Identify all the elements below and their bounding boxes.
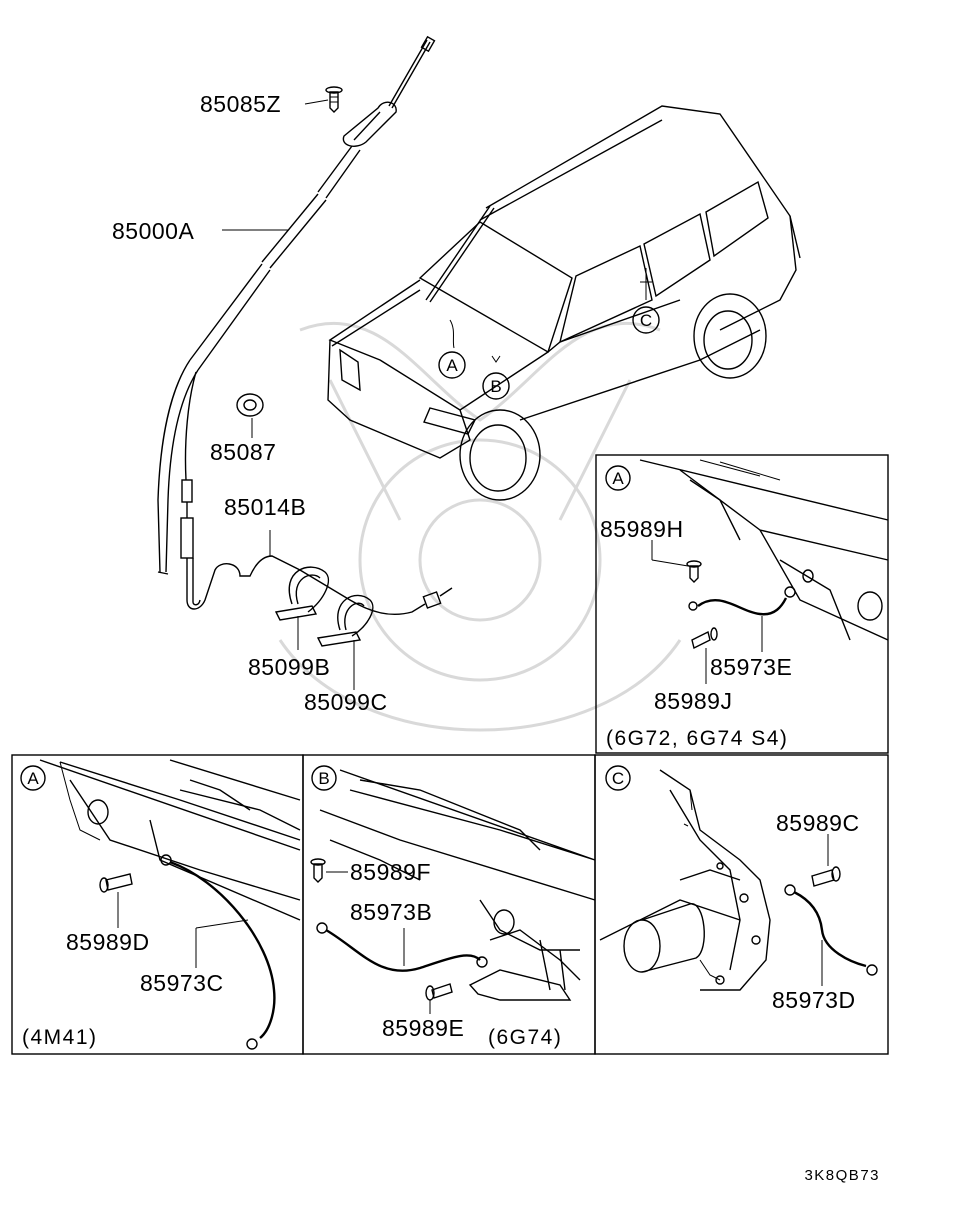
panel-a-left-callout: A bbox=[27, 769, 39, 788]
diagram-code: 3K8QB73 bbox=[804, 1167, 880, 1184]
callout-a-label: A bbox=[446, 356, 458, 375]
label-85099C: 85099C bbox=[304, 689, 388, 715]
label-85085Z: 85085Z bbox=[200, 91, 281, 117]
detail-panel-b: B bbox=[302, 754, 596, 1055]
label-85989H: 85989H bbox=[600, 516, 684, 542]
note-panel-b: (6G74) bbox=[488, 1026, 562, 1049]
label-85000A: 85000A bbox=[112, 218, 194, 244]
panel-b-callout: B bbox=[318, 769, 329, 788]
panel-a-right-callout: A bbox=[612, 469, 624, 488]
label-85973C: 85973C bbox=[140, 970, 224, 996]
label-85014B: 85014B bbox=[224, 494, 306, 520]
watermark bbox=[278, 322, 682, 732]
detail-panel-a-left: A bbox=[11, 754, 304, 1055]
callout-b-label: B bbox=[490, 377, 501, 396]
label-85989F: 85989F bbox=[350, 859, 431, 885]
antenna-leaders bbox=[222, 99, 355, 690]
label-85989D: 85989D bbox=[66, 929, 150, 955]
panel-c-callout: C bbox=[612, 769, 624, 788]
label-85099B: 85099B bbox=[248, 654, 330, 680]
note-panel-a-right: (6G72, 6G74 S4) bbox=[606, 727, 788, 750]
label-85989E: 85989E bbox=[382, 1015, 464, 1041]
vehicle-outline bbox=[327, 105, 801, 501]
detail-panel-a-right: A bbox=[595, 454, 889, 754]
callout-c-label: C bbox=[640, 311, 652, 330]
label-85087: 85087 bbox=[210, 439, 276, 465]
note-panel-a-left: (4M41) bbox=[22, 1026, 98, 1049]
label-85973D: 85973D bbox=[772, 987, 856, 1013]
antenna-assembly bbox=[157, 35, 453, 647]
detail-panel-c: C bbox=[594, 754, 889, 1055]
label-85973E: 85973E bbox=[710, 654, 792, 680]
label-85989J: 85989J bbox=[654, 688, 732, 714]
vehicle-callouts: A B C bbox=[438, 306, 660, 400]
label-85989C: 85989C bbox=[776, 810, 860, 836]
label-85973B: 85973B bbox=[350, 899, 432, 925]
